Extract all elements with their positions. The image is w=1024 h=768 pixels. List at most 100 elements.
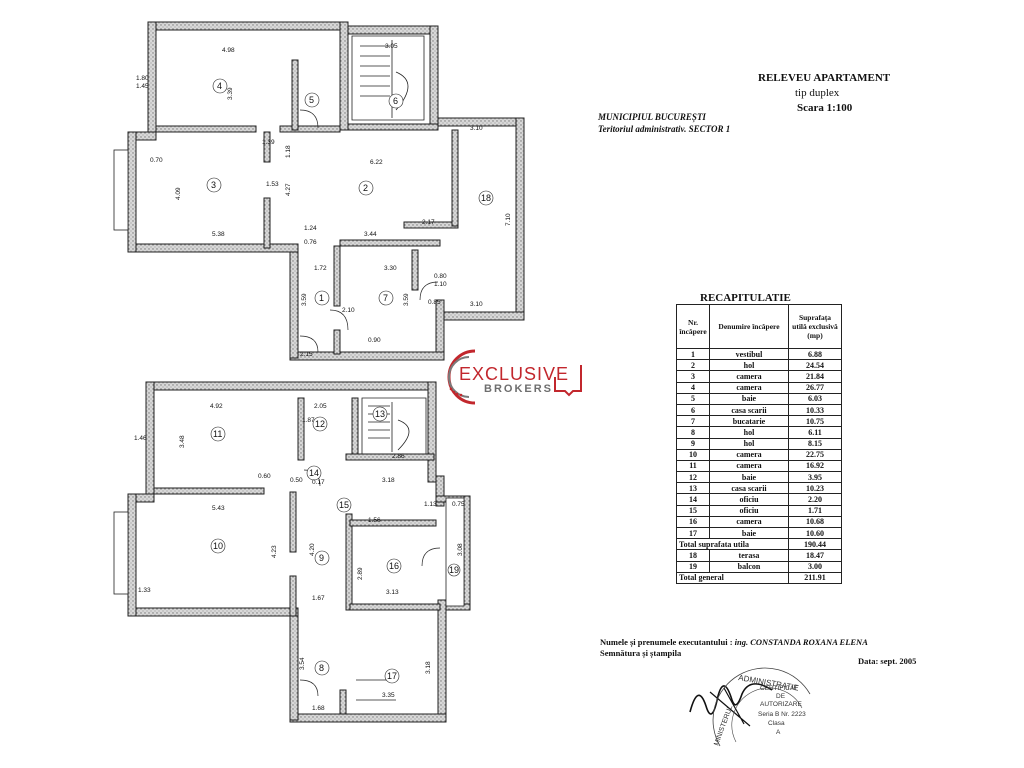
recap-area: 21.84 <box>788 370 842 383</box>
svg-text:4.09: 4.09 <box>175 187 182 200</box>
svg-text:1.72: 1.72 <box>314 265 327 272</box>
recap-name: oficiu <box>709 504 789 517</box>
recap-name: casa scarii <box>709 482 789 495</box>
logo-main-text: EXCLUSIVE <box>459 364 570 384</box>
svg-text:1.24: 1.24 <box>304 225 317 232</box>
recap-nr: 16 <box>676 515 710 529</box>
recap-nr: 8 <box>676 426 710 439</box>
recap-nr: 9 <box>676 437 710 450</box>
signature-stamp-graphic: ADMINISTRATIE CERTIFICAT DE AUTORIZARE S… <box>689 667 811 747</box>
staircase-bottom <box>361 397 427 455</box>
svg-text:2.10: 2.10 <box>342 307 355 314</box>
svg-text:3.18: 3.18 <box>425 661 432 674</box>
total-general-value: 211.91 <box>788 571 842 584</box>
svg-text:4.98: 4.98 <box>222 47 235 54</box>
recap-name: terasa <box>709 549 789 562</box>
recap-area: 8.15 <box>788 437 842 450</box>
svg-text:2.05: 2.05 <box>314 403 327 410</box>
municipality: MUNICIPIUL BUCUREȘTI <box>598 112 706 122</box>
svg-text:2.86: 2.86 <box>392 453 405 460</box>
svg-text:0.50: 0.50 <box>290 477 303 484</box>
room-number-12: 12 <box>315 419 325 429</box>
recap-name: vestibul <box>709 347 789 361</box>
room-labels-upper: 4 3 2 5 6 1 7 18 <box>206 78 494 306</box>
recap-nr: 14 <box>676 493 710 506</box>
recap-area: 3.00 <box>788 560 842 573</box>
room-number-14: 14 <box>309 468 319 478</box>
total-useful-value: 190.44 <box>788 538 842 551</box>
stamp-text-7: A <box>776 729 781 736</box>
svg-text:0.70: 0.70 <box>150 157 163 164</box>
svg-text:5.43: 5.43 <box>212 505 225 512</box>
recap-name: camera <box>709 370 789 383</box>
svg-text:3.13: 3.13 <box>386 589 399 596</box>
recap-name: camera <box>709 515 789 529</box>
recap-nr: 17 <box>676 526 710 540</box>
col-area-header: Suprafața utilă exclusivă (mp) <box>788 304 842 349</box>
room-number-2: 2 <box>363 183 368 193</box>
stamp-text-2: CERTIFICAT <box>760 685 798 692</box>
recap-area: 10.33 <box>788 403 842 417</box>
recap-nr: 1 <box>676 347 710 361</box>
stamp-text-4: AUTORIZARE <box>760 701 802 708</box>
recap-nr: 2 <box>676 359 710 372</box>
svg-text:1.45: 1.45 <box>136 83 149 90</box>
room-number-10: 10 <box>213 541 223 551</box>
svg-text:0.90: 0.90 <box>368 337 381 344</box>
recap-nr: 12 <box>676 471 710 484</box>
svg-text:0.80: 0.80 <box>434 273 447 280</box>
recap-name: camera <box>709 448 789 461</box>
logo-emblem <box>447 349 582 405</box>
recap-area: 10.68 <box>788 515 842 529</box>
recap-area: 6.03 <box>788 392 842 405</box>
room-number-6: 6 <box>393 96 398 106</box>
recap-area: 1.71 <box>788 504 842 517</box>
exclusive-brokers-logo: EXCLUSIVE BROKERS <box>437 343 597 413</box>
svg-text:3.18: 3.18 <box>382 477 395 484</box>
recap-area: 18.47 <box>788 549 842 562</box>
recap-area: 16.92 <box>788 459 842 473</box>
svg-text:1.13: 1.13 <box>424 501 437 508</box>
recap-area: 2.20 <box>788 493 842 506</box>
recap-nr: 5 <box>676 392 710 405</box>
col-name-header: Denumire încăpere <box>709 304 789 349</box>
room-labels-lower: 11 12 13 14 15 10 9 16 19 8 17 <box>210 406 461 684</box>
svg-text:1.80: 1.80 <box>136 75 149 82</box>
recap-area: 26.77 <box>788 381 842 394</box>
recap-name: baie <box>709 471 789 484</box>
recap-table: Nr. încăpere Denumire încăpere Suprafața… <box>676 304 842 584</box>
svg-text:1.56: 1.56 <box>368 517 381 524</box>
executor-name: ing. CONSTANDA ROXANA ELENA <box>734 637 868 647</box>
stamp-text-3: DE <box>776 693 786 700</box>
svg-text:0.76: 0.76 <box>304 239 317 246</box>
document-title: RELEVEU APARTAMENT <box>758 72 891 84</box>
svg-text:1.87: 1.87 <box>302 417 315 424</box>
recap-name: baie <box>709 392 789 405</box>
recap-area: 3.95 <box>788 471 842 484</box>
recap-area: 10.23 <box>788 482 842 495</box>
svg-text:2.15: 2.15 <box>300 351 313 358</box>
recap-nr: 15 <box>676 504 710 517</box>
recap-area: 22.75 <box>788 448 842 461</box>
svg-text:7.10: 7.10 <box>505 213 512 226</box>
room-number-8: 8 <box>319 663 324 673</box>
signature-label: Semnătura și ștampila <box>600 648 682 658</box>
svg-text:3.35: 3.35 <box>382 692 395 699</box>
recap-nr: 11 <box>676 459 710 473</box>
stamp-text-6: Clasa <box>768 720 785 727</box>
svg-text:0.17: 0.17 <box>312 479 325 486</box>
recap-nr: 19 <box>676 560 710 573</box>
room-number-11: 11 <box>213 429 222 439</box>
recap-nr: 7 <box>676 415 710 428</box>
recap-nr: 18 <box>676 549 710 562</box>
recap-name: bucatarie <box>709 415 789 428</box>
